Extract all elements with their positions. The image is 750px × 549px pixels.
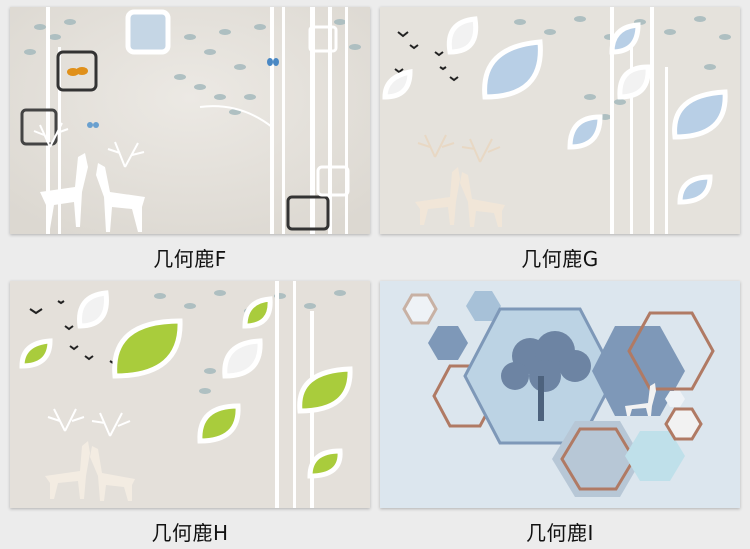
caption-i[interactable]: 几何鹿I [526,521,594,545]
geometric-deer-i-illustration [380,281,740,508]
wallpaper-thumbnail-g[interactable] [380,7,740,234]
wallpaper-thumbnail-i[interactable] [380,281,740,508]
wallpaper-thumbnail-h[interactable] [10,281,370,508]
geometric-deer-g-illustration [380,7,740,234]
geometric-deer-h-illustration [10,281,370,508]
geometric-deer-f-illustration [10,7,370,234]
wallpaper-thumbnail-f[interactable] [10,7,370,234]
caption-h[interactable]: 几何鹿H [151,521,229,545]
caption-g[interactable]: 几何鹿G [521,247,599,271]
caption-f[interactable]: 几何鹿F [153,247,227,271]
